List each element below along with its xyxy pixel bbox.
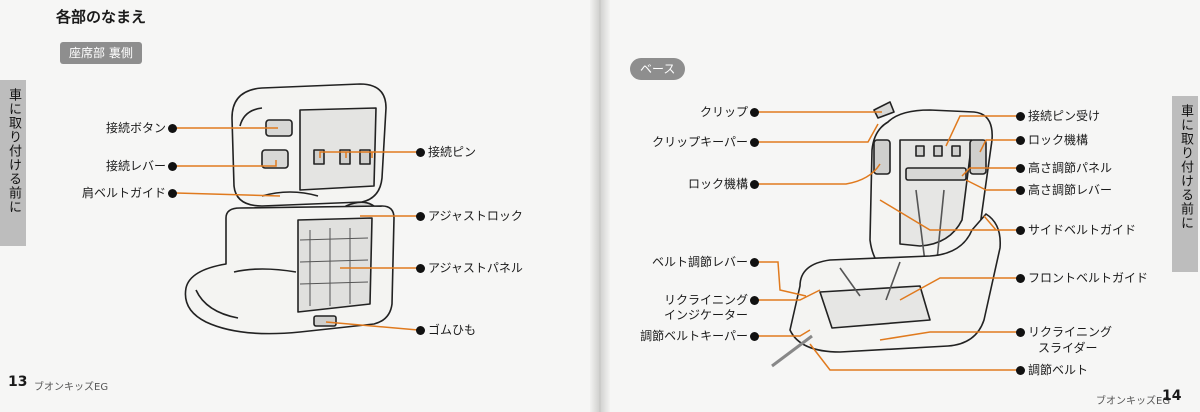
dot-reclining-indicator <box>750 296 759 305</box>
label-connect-button: 接続ボタン <box>105 121 166 135</box>
leader-connect-pin-receiver <box>945 115 1018 147</box>
side-tab-right: 車に取り付ける前に <box>1172 96 1198 272</box>
leader-shoulder-belt-guide <box>175 192 281 197</box>
side-tab-left: 車に取り付ける前に <box>0 80 26 246</box>
label-side-belt-guide: サイドベルトガイド <box>1028 223 1137 237</box>
label-reclining-indicator-line2: インジケーター <box>663 308 748 322</box>
dot-height-adjust-lever <box>1016 186 1025 195</box>
dot-rubber-cord <box>416 326 425 335</box>
leader-reclining-indicator <box>758 289 821 301</box>
leader-height-adjust-panel <box>961 167 1018 177</box>
label-connect-pin: 接続ピン <box>428 145 477 159</box>
label-adjust-belt-keeper: 調節ベルトキーパー <box>640 329 748 343</box>
dot-clip-keeper <box>750 138 759 147</box>
section-tag-seat-back: 座席部 裏側 <box>60 42 142 64</box>
dot-height-adjust-panel <box>1016 164 1025 173</box>
dot-connect-button <box>168 124 177 133</box>
leader-height-adjust-lever <box>965 179 1018 191</box>
label-connect-pin-receiver: 接続ピン受け <box>1028 109 1101 123</box>
dot-adjust-lock <box>416 212 425 221</box>
leader-reclining-slider <box>879 331 1018 341</box>
dot-front-belt-guide <box>1016 274 1025 283</box>
dot-clip <box>750 108 759 117</box>
leader-belt-adjust-lever <box>758 261 807 297</box>
leader-front-belt-guide <box>899 277 1018 301</box>
label-clip-keeper: クリップキーパー <box>652 135 748 149</box>
book-gutter <box>590 0 610 412</box>
leader-connect-pin <box>319 151 418 158</box>
label-height-adjust-panel: 高さ調節パネル <box>1028 161 1113 175</box>
leader-lock-mechanism-left <box>758 163 881 185</box>
dot-side-belt-guide <box>1016 226 1025 235</box>
leader-rubber-cord <box>325 321 419 331</box>
dot-shoulder-belt-guide <box>168 189 177 198</box>
label-belt-adjust-lever: ベルト調節レバー <box>651 255 748 269</box>
label-lock-mechanism-left: ロック機構 <box>687 177 748 191</box>
page-number-left: 13 <box>8 374 28 390</box>
label-rubber-cord: ゴムひも <box>428 323 477 337</box>
label-connect-lever: 接続レバー <box>105 159 166 173</box>
left-page <box>0 0 596 412</box>
dot-adjust-panel <box>416 264 425 273</box>
label-lock-mechanism-right: ロック機構 <box>1028 133 1089 147</box>
leader-adjust-belt-keeper <box>758 329 811 337</box>
label-adjust-panel: アジャストパネル <box>428 261 523 275</box>
dot-adjust-belt <box>1016 366 1025 375</box>
label-adjust-lock: アジャストロック <box>428 209 523 223</box>
seat-back-illustration <box>175 83 419 335</box>
page-number-right: 14 <box>1162 388 1182 404</box>
section-tag-base: ベース <box>630 58 686 80</box>
product-name-right: ブオンキッズEG <box>1096 396 1171 407</box>
dot-lock-mechanism-left <box>750 180 759 189</box>
leader-connect-lever <box>176 160 277 167</box>
leader-lock-mechanism-right <box>979 139 1018 153</box>
dot-connect-pin-receiver <box>1016 112 1025 121</box>
label-shoulder-belt-guide: 肩ベルトガイド <box>81 186 166 200</box>
label-adjust-belt: 調節ベルト <box>1028 363 1089 377</box>
dot-belt-adjust-lever <box>750 258 759 267</box>
label-height-adjust-lever: 高さ調節レバー <box>1028 183 1113 197</box>
page-heading: 各部のなまえ <box>56 8 147 26</box>
label-front-belt-guide: フロントベルトガイド <box>1028 271 1149 285</box>
label-reclining-slider-line2: スライダー <box>1038 341 1098 355</box>
dot-reclining-slider <box>1016 328 1025 337</box>
dot-lock-mechanism-right <box>1016 136 1025 145</box>
label-reclining-indicator-line1: リクライニング <box>663 293 748 307</box>
label-reclining-slider-line1: リクライニング <box>1028 325 1113 339</box>
label-clip: クリップ <box>699 105 748 119</box>
leader-adjust-belt <box>809 343 1018 371</box>
leader-side-belt-guide <box>879 199 1018 231</box>
dot-adjust-belt-keeper <box>750 332 759 341</box>
dot-connect-lever <box>168 162 177 171</box>
leader-clip-keeper <box>758 123 879 143</box>
dot-connect-pin <box>416 148 425 157</box>
product-name-left: ブオンキッズEG <box>34 382 109 393</box>
